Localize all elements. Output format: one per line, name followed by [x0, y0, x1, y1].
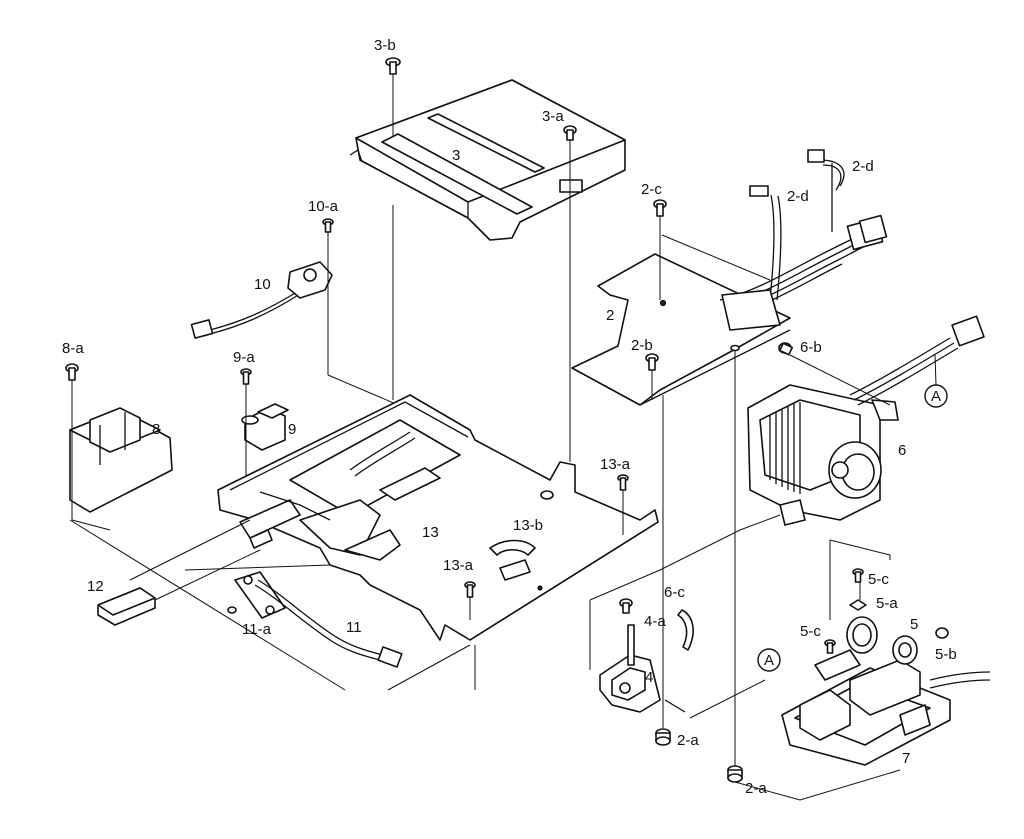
label-7: 7 [902, 750, 910, 767]
label-5-c-bottom: 5-c [800, 623, 821, 640]
reference-marker-a-top [924, 354, 948, 408]
label-6-c: 6-c [664, 584, 685, 601]
label-10: 10 [254, 276, 271, 293]
clip-13-b [489, 539, 536, 581]
label-11-a: 11-a [242, 621, 272, 638]
part-8-bracket [69, 407, 173, 513]
washer-5-a [849, 599, 867, 611]
screw-11-a [227, 606, 237, 614]
screw-4-a [619, 598, 633, 614]
label-11: 11 [346, 619, 362, 636]
label-5-c-top: 5-c [868, 571, 889, 588]
screw-3-a [563, 125, 577, 141]
label-8: 8 [152, 421, 160, 438]
label-9: 9 [288, 421, 296, 438]
label-12: 12 [87, 578, 104, 595]
label-a-top: A [931, 388, 941, 405]
label-2-b: 2-b [631, 337, 653, 354]
label-3-b: 3-b [374, 37, 396, 54]
part-4-bracket [599, 624, 686, 713]
label-5-b: 5-b [935, 646, 957, 663]
label-13: 13 [422, 524, 439, 541]
part-9-block [241, 403, 289, 451]
label-9-a: 9-a [233, 349, 255, 366]
label-6: 6 [898, 442, 906, 459]
label-5-a: 5-a [876, 595, 898, 612]
label-13-b: 13-b [513, 517, 543, 534]
screw-5-b [935, 627, 949, 639]
label-5: 5 [910, 616, 918, 633]
part-11-harness [234, 571, 403, 668]
label-13-a-right: 13-a [600, 456, 631, 473]
label-3: 3 [452, 147, 460, 164]
screw-6-b [778, 342, 794, 356]
screw-3-b [385, 57, 401, 75]
wire-harness-2-d [719, 149, 888, 331]
nut-2-a-left [655, 728, 671, 746]
screw-5-c-top [852, 568, 864, 583]
label-2-d-left: 2-d [787, 188, 809, 205]
part-7-assembly [781, 649, 991, 766]
part-13-chassis [217, 394, 659, 641]
clip-6-c [677, 609, 694, 651]
label-6-b: 6-b [800, 339, 822, 356]
label-2-a-right: 2-a [745, 780, 767, 797]
label-3-a: 3-a [542, 108, 564, 125]
part-10-sensor [190, 261, 333, 339]
label-13-a-left: 13-a [443, 557, 474, 574]
part-5-gear [846, 616, 918, 665]
screw-13-a-left [464, 581, 476, 598]
label-8-a: 8-a [62, 340, 84, 357]
label-2-a-left: 2-a [677, 732, 699, 749]
label-2: 2 [606, 307, 614, 324]
screw-13-a-right [617, 474, 629, 491]
screw-5-c-bottom [824, 639, 836, 654]
screw-2-c [653, 199, 667, 217]
label-4-a: 4-a [644, 613, 666, 630]
screw-8-a [65, 363, 79, 381]
label-2-d-right: 2-d [852, 158, 874, 175]
part-3-top-cover [349, 79, 626, 241]
screw-9-a [240, 368, 252, 385]
label-a-bottom: A [764, 652, 774, 669]
label-4: 4 [645, 669, 653, 686]
part-2-circuit-board [571, 253, 791, 406]
label-2-c: 2-c [641, 181, 662, 198]
screw-10-a [322, 218, 334, 233]
label-10-a: 10-a [308, 198, 339, 215]
part-12-pad [97, 587, 156, 626]
part-6-stepper-motor [747, 315, 985, 526]
nut-2-a-right [727, 765, 743, 783]
reference-marker-a-bottom [757, 648, 781, 672]
